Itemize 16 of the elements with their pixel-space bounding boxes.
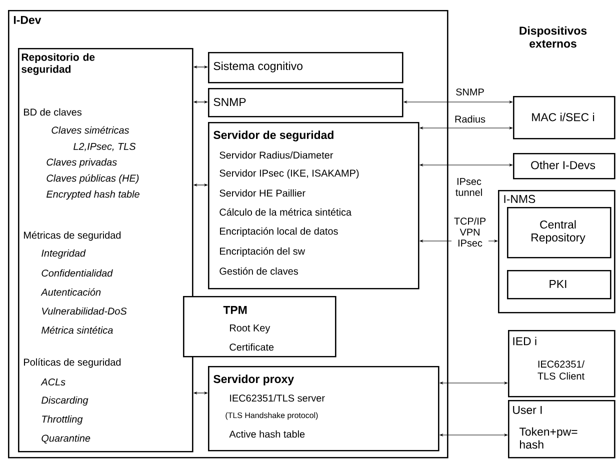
device-box: User I Token+pw= hash <box>508 400 616 458</box>
tpm-box: TPM Root Key Certificate <box>183 296 336 358</box>
repository-box: Repositorio de seguridad BD de claves Claves simétricas L2,IPsec, TLS Claves privadas Claves públicas (HE) Encrypted hash table Métricas de seguridad Integridad Confidentialidad Autenticación Vulnerabilidad-DoS Métrica sintética Políticas de seguridad ACLs Discarding Throttling Quarantine <box>18 48 194 452</box>
device-box: IED i IEC62351/ TLS Client <box>508 330 616 398</box>
device-box: MAC i/SEC i <box>513 96 616 140</box>
module-box: SNMP <box>208 88 404 118</box>
edge-label: SNMP <box>452 88 488 96</box>
section-heading: Dispositivos externos <box>520 26 587 48</box>
edge-label: Radius <box>452 114 488 124</box>
server-box: Servidor de seguridad Servidor Radius/Diameter Servidor IPsec (IKE, ISAKAMP) Servidor HE Paillier Cálculo de la métrica sintética Encriptación local de datos Encriptación del sw Gestión de claves <box>208 122 420 290</box>
edge-label: IPsec tunnel <box>450 178 488 196</box>
module-box: PKI <box>507 270 612 300</box>
module-box: Central Repository <box>507 207 612 258</box>
module-box: Sistema cognitivo <box>208 52 404 84</box>
edge-label: TCP/IP VPN IPsec <box>452 216 488 248</box>
device-box: Other I-Devs <box>513 153 616 180</box>
